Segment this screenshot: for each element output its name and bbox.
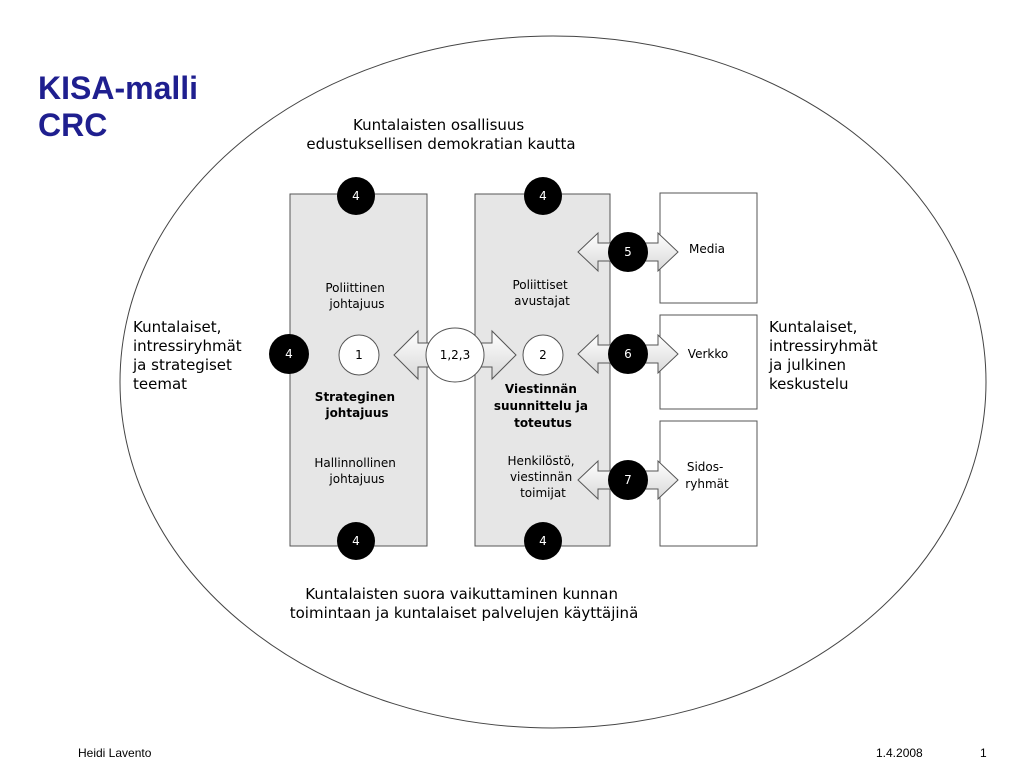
left-box-top-text: Poliittinen johtajuus — [325, 281, 388, 311]
footer-author: Heidi Lavento — [78, 746, 152, 760]
left-box-bottom-text: Hallinnollinen johtajuus — [314, 456, 399, 486]
media-label: Media — [689, 242, 725, 256]
title-line-2: CRC — [38, 107, 108, 143]
circle-6-number: 6 — [624, 347, 632, 361]
circle-4-bottom-right — [524, 522, 562, 560]
bottom-caption: Kuntalaisten suora vaikuttaminen kunnan … — [290, 585, 639, 622]
verkko-label: Verkko — [688, 347, 728, 361]
circle-4-top-left — [337, 177, 375, 215]
circle-7-number: 7 — [624, 473, 632, 487]
right-box-top-text: Poliittiset avustajat — [512, 278, 571, 308]
right-box-bold-text: Viestinnän suunnittelu ja toteutus — [494, 382, 592, 430]
media-box — [659, 192, 758, 304]
circle-4-bottom-right-number: 4 — [539, 534, 547, 548]
circle-4-bottom-left — [337, 522, 375, 560]
circle-2-number: 2 — [539, 348, 547, 362]
circle-5 — [608, 232, 648, 272]
circle-4-bottom-left-number: 4 — [352, 534, 360, 548]
circle-6 — [608, 334, 648, 374]
middle-ellipse-text: 1,2,3 — [440, 348, 471, 362]
middle-ellipse — [425, 327, 485, 383]
circle-2 — [522, 334, 564, 376]
sidosryhmat-label: Sidos- ryhmät — [685, 460, 729, 491]
circle-1-number: 1 — [355, 348, 363, 362]
right-caption: Kuntalaiset, intressiryhmät ja julkinen … — [768, 318, 882, 393]
left-box-bold-text: Strateginen johtajuus — [315, 390, 399, 420]
circle-4-left-number: 4 — [285, 347, 293, 361]
footer-date: 1.4.2008 — [876, 746, 923, 760]
circle-4-top-right — [524, 177, 562, 215]
circle-4-left — [269, 334, 309, 374]
circle-4-top-left-number: 4 — [352, 189, 360, 203]
circle-4-top-right-number: 4 — [539, 189, 547, 203]
footer-page-number: 1 — [980, 746, 987, 760]
sidosryhmat-box — [659, 420, 758, 547]
circle-7 — [608, 460, 648, 500]
circle-1 — [338, 334, 380, 376]
circle-5-number: 5 — [624, 245, 632, 259]
right-box-bottom-text: Henkilöstö, viestinnän toimijat — [508, 454, 579, 500]
title-line-1: KISA-malli — [38, 70, 199, 106]
verkko-box — [659, 314, 758, 410]
top-caption: Kuntalaisten osallisuus edustuksellisen … — [306, 116, 575, 153]
slide-title: KISA-malli CRC — [38, 70, 198, 144]
left-caption: Kuntalaiset, intressiryhmät ja strategis… — [132, 318, 246, 393]
